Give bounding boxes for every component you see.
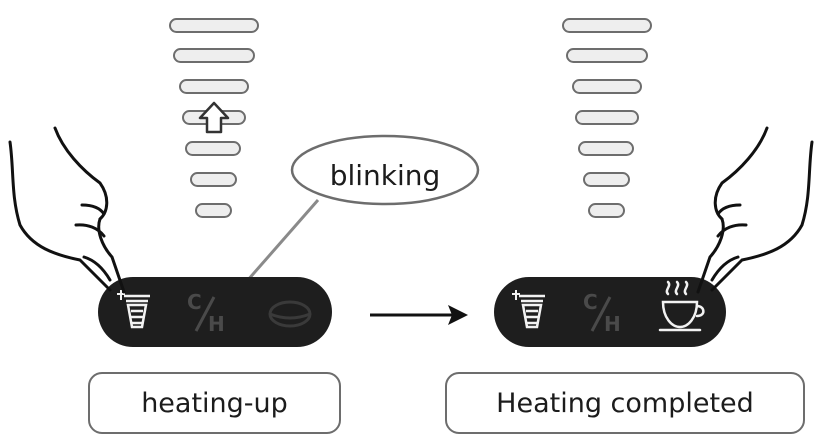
cold-hot-icon[interactable]: C H — [187, 290, 225, 336]
svg-text:H: H — [604, 312, 621, 336]
water-level-icon[interactable] — [512, 290, 545, 329]
svg-text:C: C — [583, 290, 598, 314]
level-bar — [575, 110, 639, 125]
level-bar — [173, 48, 255, 63]
level-bars-right — [562, 18, 652, 218]
panel-body — [98, 277, 332, 347]
callout-bubble — [290, 134, 480, 206]
svg-text:H: H — [208, 312, 225, 336]
hand-pressing-icon — [8, 126, 126, 294]
level-bar — [572, 79, 642, 94]
level-bar — [588, 203, 625, 218]
control-panel-left: C H — [98, 277, 332, 347]
cup-icon[interactable] — [268, 300, 312, 328]
level-bar — [179, 79, 249, 94]
level-bar — [583, 172, 630, 187]
level-bar — [185, 141, 241, 156]
control-panel-right: C H — [494, 277, 726, 347]
level-bar — [566, 48, 648, 63]
hand-pressing-icon — [696, 126, 814, 294]
level-bar — [578, 141, 634, 156]
level-bar — [190, 172, 237, 187]
callout-blinking-text: blinking — [329, 158, 441, 192]
level-bar — [169, 18, 259, 33]
level-bars-left — [169, 18, 259, 218]
arrow-up-icon — [198, 101, 230, 134]
water-level-icon[interactable] — [117, 290, 150, 329]
svg-text:C: C — [187, 290, 202, 314]
level-bar — [562, 18, 652, 33]
level-bar — [195, 203, 232, 218]
state-label-heating-up: heating-up — [88, 372, 341, 434]
steaming-cup-icon[interactable] — [658, 280, 705, 332]
state-label-heating-completed: Heating completed — [445, 372, 805, 434]
cold-hot-icon[interactable]: C H — [583, 290, 621, 336]
arrow-head — [448, 305, 468, 325]
